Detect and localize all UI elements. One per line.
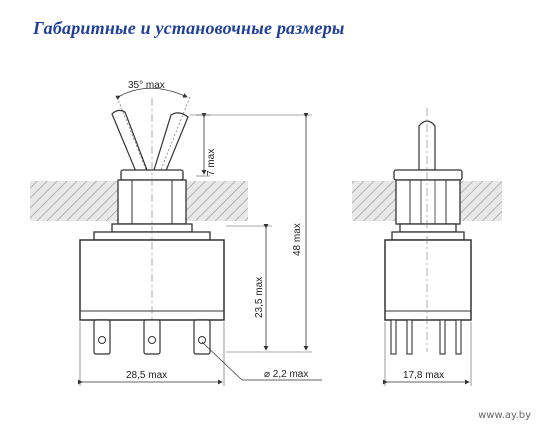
lever-height-label: 7 max: [206, 149, 217, 176]
side-panel-left: [352, 181, 396, 221]
lever: [153, 112, 189, 174]
lever-ghost: [111, 109, 148, 175]
side-view: 17,8 max: [352, 108, 502, 386]
side-bushing: [395, 179, 461, 225]
front-view: 35° max 7 max 23,5 max 48 max 28,5 max ⌀…: [30, 80, 322, 386]
side-body: [384, 239, 472, 321]
pin-2: [143, 319, 161, 355]
side-pin-2: [406, 319, 413, 355]
angle-arc: [115, 87, 188, 100]
side-panel-right: [458, 181, 502, 221]
total-height-label: 48 max: [292, 223, 303, 256]
body-height-label: 23,5 max: [254, 277, 265, 318]
side-width-label: 17,8 max: [403, 370, 444, 381]
side-pin-4: [455, 319, 462, 355]
page-title: Габаритные и установочные размеры: [33, 18, 345, 38]
angle-label: 35° max: [128, 80, 165, 91]
front-width-label: 28,5 max: [126, 370, 167, 381]
side-pin-1: [390, 319, 397, 355]
panel-right: [186, 181, 248, 221]
pin-3: [193, 319, 211, 355]
side-pin-3: [439, 319, 446, 355]
pin-diameter-label: ⌀ 2,2 max: [264, 369, 308, 380]
pin-1: [93, 319, 111, 355]
watermark: www.ay.by: [478, 410, 531, 421]
panel-left: [30, 181, 118, 221]
